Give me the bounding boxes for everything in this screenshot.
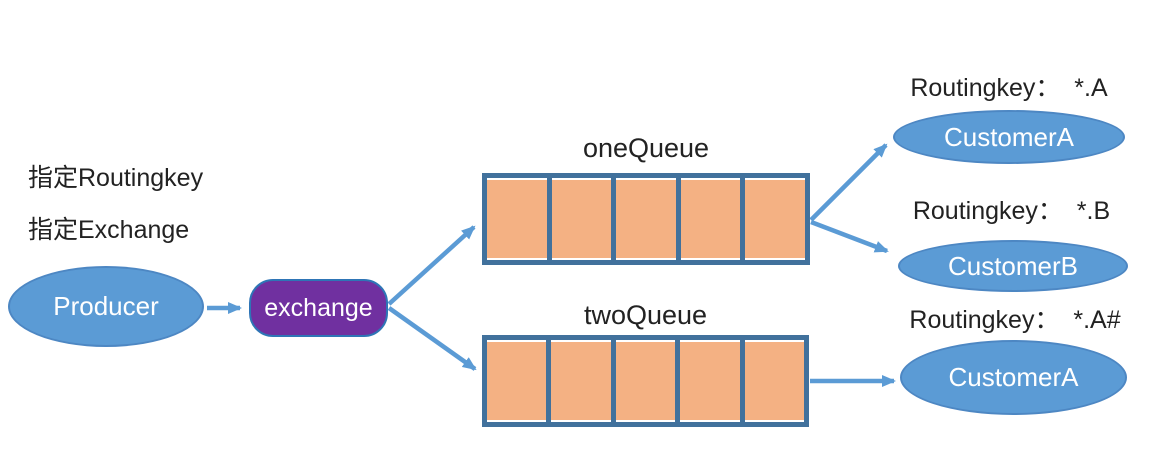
producer-node: Producer (8, 266, 204, 347)
queue-cell-divider (611, 178, 617, 260)
queue-cell (551, 180, 612, 258)
arrow-onequeue-to-customer-b (810, 219, 889, 254)
arrow-exchange-to-twoqueue (387, 306, 477, 371)
exchange-node: exchange (249, 279, 388, 337)
queue-cell (616, 180, 676, 258)
queue-cell-divider (739, 340, 745, 422)
queue-one (482, 173, 810, 265)
note-routingkey: 指定Routingkey (28, 164, 204, 192)
consumer-customer-b-label: CustomerB (947, 250, 1079, 281)
arrow-exchange-to-onequeue (387, 225, 476, 306)
queue-cell-divider (610, 340, 616, 422)
queue-cell (745, 180, 805, 258)
queue-cell-divider (675, 340, 681, 422)
consumer-customer-a-node: CustomerA (893, 110, 1125, 164)
queue-cell (680, 342, 740, 420)
queue-cell-divider (675, 178, 681, 260)
queue-cell-divider (546, 178, 552, 260)
queue-cell (551, 342, 611, 420)
consumer-customer-a2-label: CustomerA (948, 362, 1079, 392)
consumer-customer-b-node: CustomerB (898, 240, 1128, 292)
queue-cell (744, 342, 805, 420)
queue-cell (615, 342, 676, 420)
arrow-onequeue-to-customer-a (809, 143, 888, 222)
queue-cell (487, 342, 547, 420)
queue-cell (487, 180, 547, 258)
note-exchange: 指定Exchange (28, 216, 190, 244)
exchange-label: exchange (264, 293, 373, 322)
queue-two (482, 335, 809, 427)
consumer-customer-a-label: CustomerA (943, 121, 1075, 152)
consumer-customer-a2-node: CustomerA (900, 340, 1127, 415)
producer-label: Producer (53, 291, 159, 321)
queue-cell-divider (740, 178, 746, 260)
queue-cell (680, 180, 741, 258)
routingkey-label-b: Routingkey： *.B (912, 197, 1111, 225)
routingkey-label-a-hash: Routingkey： *.A# (909, 306, 1121, 334)
routingkey-label-a: Routingkey： *.A (910, 74, 1108, 102)
queue-two-label: twoQueue (583, 300, 708, 330)
queue-cell-divider (546, 340, 552, 422)
queue-one-label: oneQueue (582, 133, 710, 163)
